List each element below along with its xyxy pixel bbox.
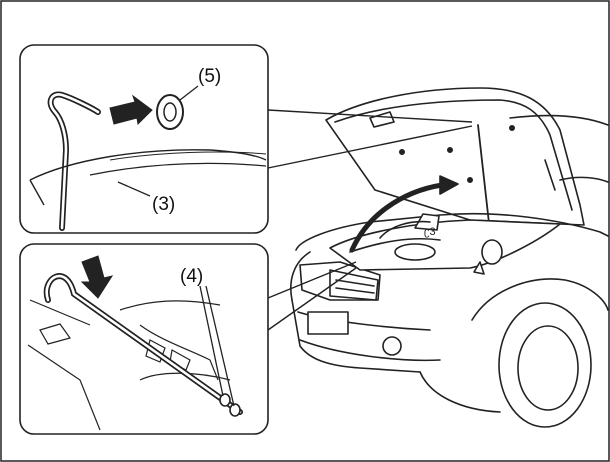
callout-5: (5) (198, 66, 221, 87)
lift-arrow (80, 255, 114, 299)
insert-arrow (109, 94, 153, 126)
svg-text:ʗ3: ʗ3 (424, 226, 436, 238)
hood-panel (29, 149, 267, 181)
inset-stay-holder: (4) (19, 243, 269, 435)
stay-holder-2 (229, 403, 241, 417)
motion-arrow (349, 181, 453, 253)
wheel-arch (471, 278, 609, 321)
callout-4: (4) (180, 266, 203, 287)
callout-3: (3) (152, 194, 175, 215)
vehicle-illustration: ʗ3 (290, 87, 609, 428)
stay-holder-1 (219, 393, 231, 407)
inset-stay-clip: (5) (3) (19, 44, 269, 234)
fog-lamp (382, 336, 402, 356)
license-plate (307, 311, 349, 335)
front-wheel (498, 302, 592, 428)
leader-lines (267, 109, 473, 331)
front-fender (295, 212, 609, 251)
